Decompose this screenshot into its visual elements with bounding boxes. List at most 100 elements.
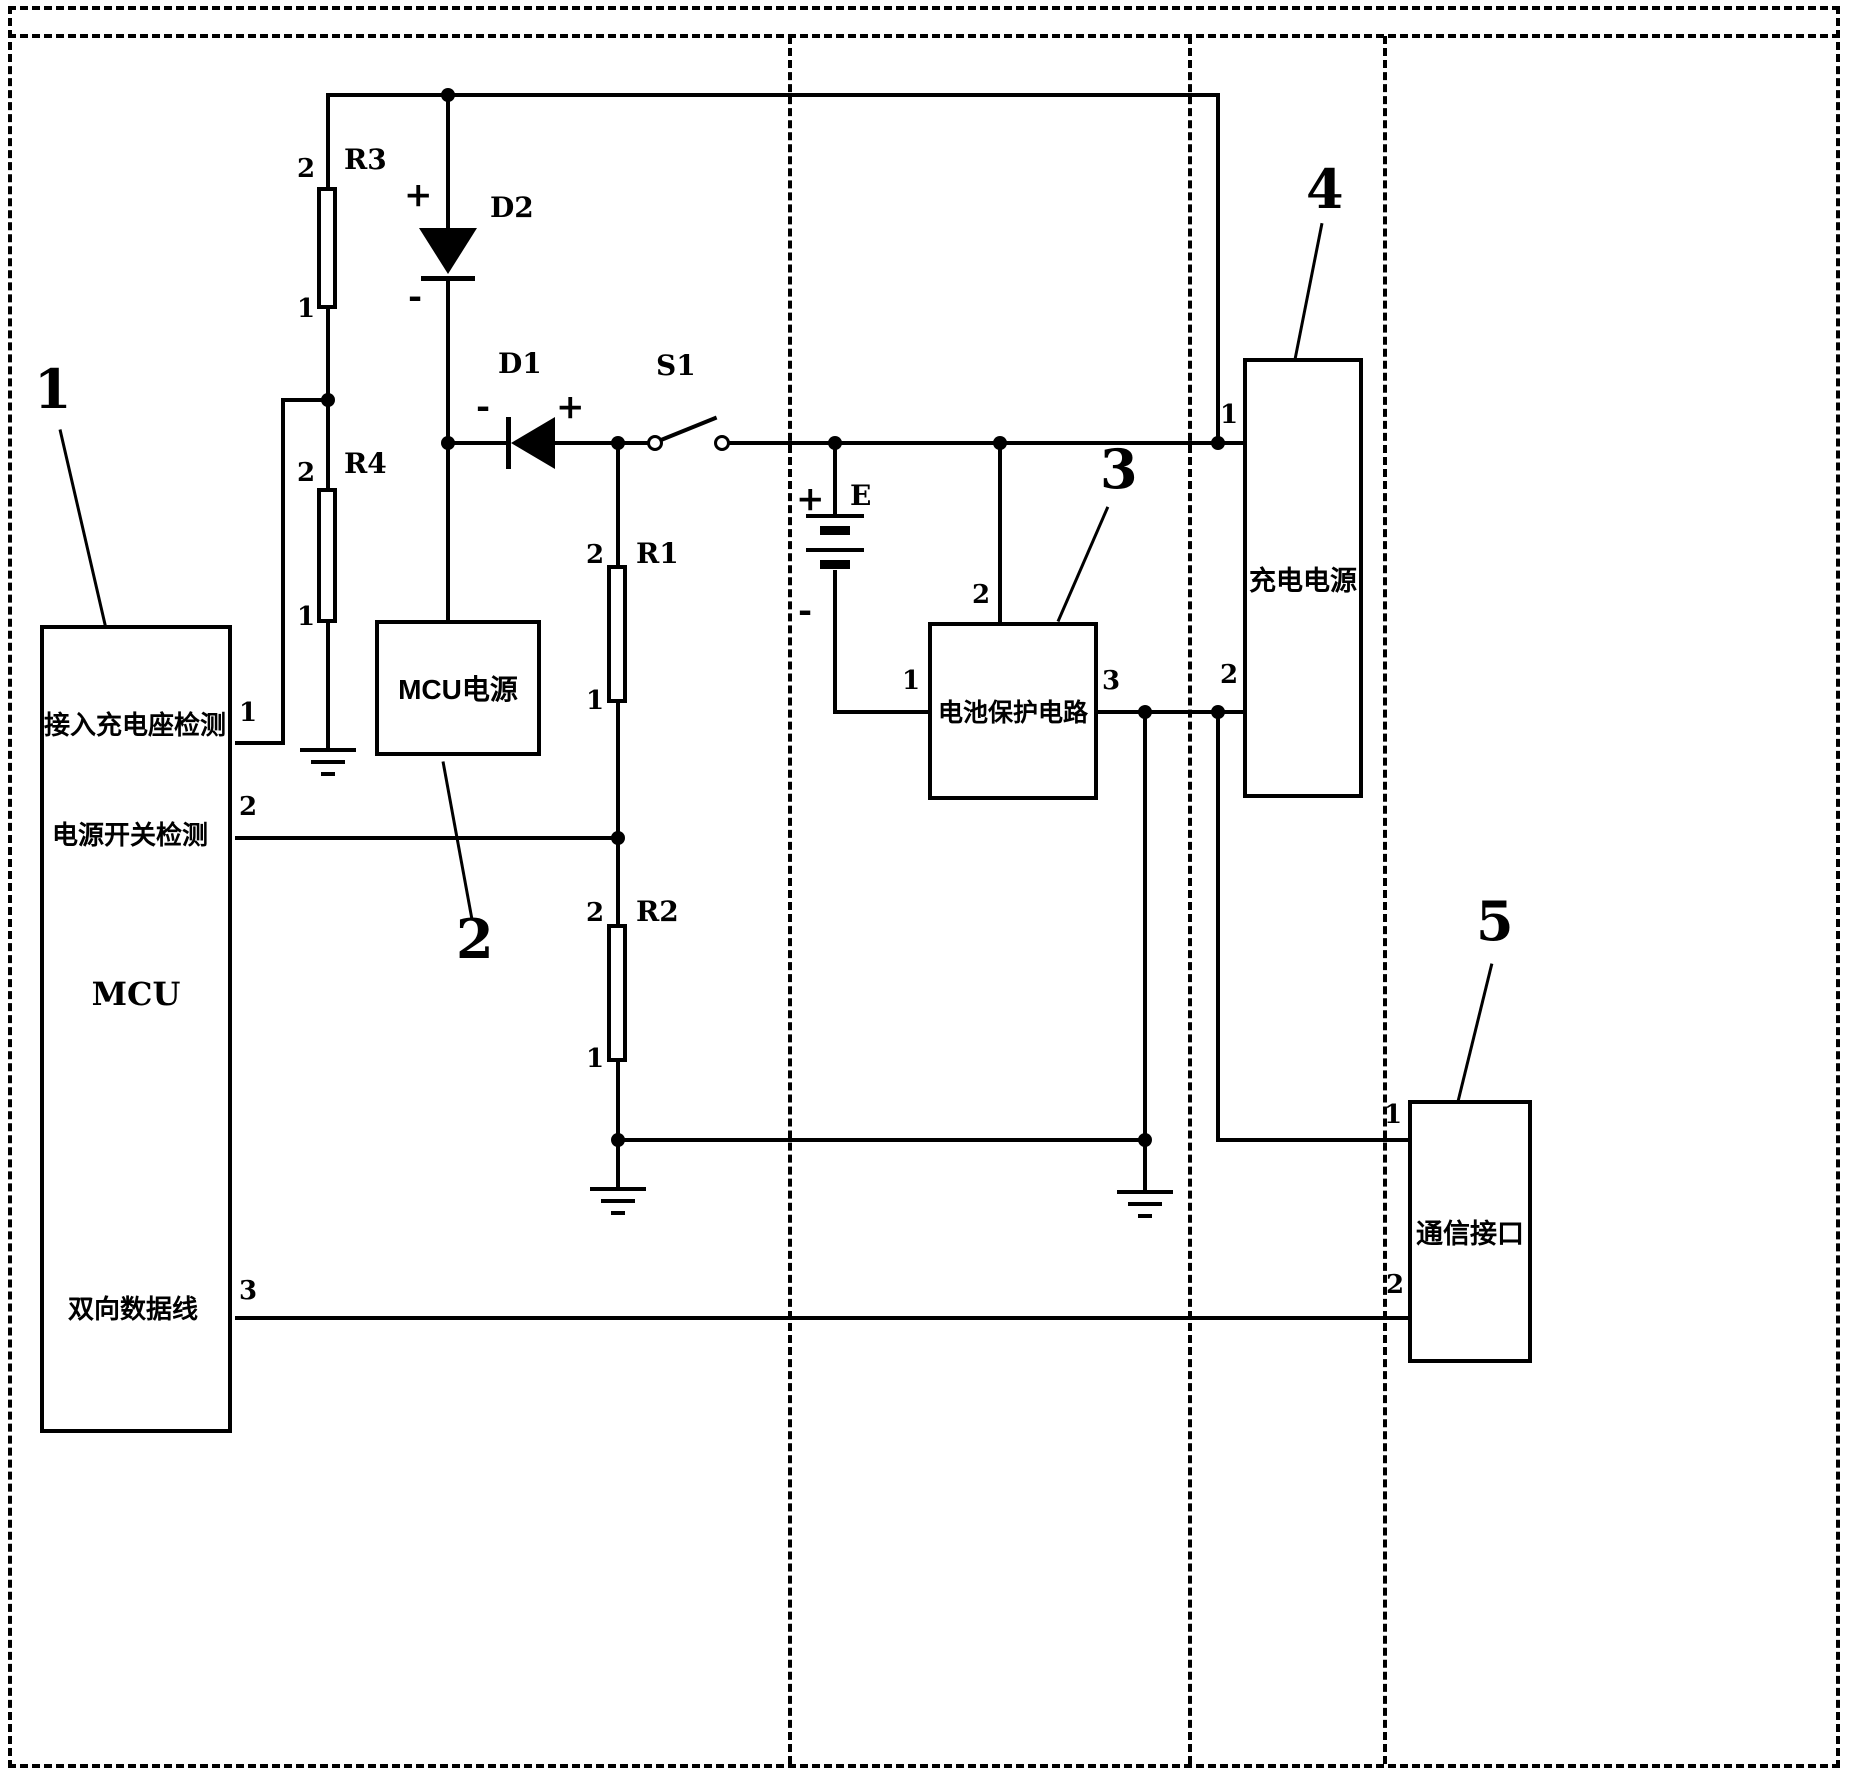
junction-dot [441, 88, 455, 102]
resistor-r1-pin-top: 2 [586, 540, 605, 570]
resistor-r3 [317, 187, 337, 309]
resistor-r1-pin-bottom: 1 [586, 686, 605, 716]
ground-icon [300, 748, 356, 752]
battery-protection-pin2-number: 2 [972, 580, 991, 610]
battery-protection-block: 电池保护电路 [928, 622, 1098, 800]
ground-icon [311, 760, 345, 764]
wire-r3-top [326, 93, 330, 187]
wire-top-rail [326, 93, 1220, 97]
wire-ground-drop-1145 [1143, 710, 1147, 1142]
wire-comm-pin1 [1216, 1138, 1410, 1142]
charge-power-pin2-number: 2 [1220, 660, 1239, 690]
resistor-r4-label: R4 [344, 447, 387, 480]
wire-r2-bottom [616, 1060, 620, 1142]
ref-numeral-mcu: 1 [34, 357, 72, 421]
comm-interface-pin2-number: 2 [1386, 1270, 1405, 1300]
resistor-r1-label: R1 [636, 537, 679, 570]
wire-r2-top [616, 836, 620, 924]
mcu-pin1-number: 1 [239, 698, 258, 728]
section-divider-left [788, 36, 792, 1764]
resistor-r2-label: R2 [636, 895, 679, 928]
wire-drop-1218 [1216, 710, 1220, 1142]
wire-d2-top [446, 95, 450, 228]
resistor-r3-pin-top: 2 [297, 154, 316, 184]
wire-battery-bottom [833, 570, 837, 714]
section-divider-middle [1188, 36, 1192, 1764]
resistor-r4-pin-top: 2 [297, 458, 316, 488]
mcu-pin3-number: 3 [239, 1276, 258, 1306]
ref-numeral-charge-power: 4 [1306, 157, 1344, 221]
diode-d1-plus: + [556, 387, 585, 427]
wire-s1-left [618, 441, 649, 445]
ground-icon [611, 1211, 625, 1215]
comm-interface-pin1-number: 1 [1384, 1100, 1403, 1130]
diode-d2-minus: - [408, 277, 423, 317]
junction-dot [441, 436, 455, 450]
wire-mcu-pin3-data [235, 1316, 1410, 1320]
resistor-r2-pin-bottom: 1 [586, 1044, 605, 1074]
wire-battery-to-protection [833, 710, 930, 714]
ref-numeral-mcu-power: 2 [456, 907, 494, 971]
junction-dot [1211, 436, 1225, 450]
ground-icon [321, 772, 335, 776]
battery-plus: + [796, 479, 825, 519]
battery-plate-long [806, 548, 864, 552]
junction-dot [1211, 705, 1225, 719]
mcu-pin3-signal-label: 双向数据线 [68, 1294, 199, 1324]
mcu-pin2-signal-label: 电源开关检测 [52, 820, 209, 850]
resistor-r3-label: R3 [344, 143, 387, 176]
ref-numeral-comm-interface: 5 [1476, 889, 1514, 953]
junction-dot [611, 436, 625, 450]
charge-power-pin1-number: 1 [1220, 400, 1239, 430]
diode-d1-minus: - [476, 387, 491, 427]
wire-mcu-pin2 [235, 836, 618, 840]
wire-battery-top [833, 443, 837, 516]
ground-icon [601, 1199, 635, 1203]
comm-interface-block: 通信接口 [1408, 1100, 1532, 1363]
ref-numeral-battery-protection: 3 [1100, 437, 1138, 501]
battery-label: E [850, 479, 872, 512]
mcu-power-label: MCU电源 [398, 674, 518, 705]
diode-d2-label: D2 [490, 191, 534, 224]
diode-d2-plus: + [404, 175, 433, 215]
ground-icon [1128, 1202, 1162, 1206]
wire-main-to-charger [728, 441, 1245, 445]
junction-dot [321, 393, 335, 407]
wire-r4-ground [326, 621, 330, 750]
wire-mcu-pin1-h [235, 741, 285, 745]
wire-r1-top [616, 443, 620, 565]
junction-dot [1138, 1133, 1152, 1147]
wire-protection-pin3 [1096, 710, 1245, 714]
junction-dot [828, 436, 842, 450]
wire-r1-bottom [616, 701, 620, 840]
ground-icon [1117, 1190, 1173, 1194]
battery-protection-pin3-number: 3 [1102, 666, 1121, 696]
battery-plate-short [820, 560, 850, 569]
diode-d1-icon [511, 417, 555, 469]
battery-protection-pin1-number: 1 [902, 666, 921, 696]
mcu-block [40, 625, 232, 1433]
wire-ground-rail [616, 1138, 1147, 1142]
switch-s1-contact-right [714, 435, 730, 451]
junction-dot [611, 1133, 625, 1147]
resistor-r4 [317, 488, 337, 623]
comm-interface-label: 通信接口 [1416, 1219, 1524, 1249]
switch-s1-contact-left [647, 435, 663, 451]
charge-power-block: 充电电源 [1243, 358, 1363, 798]
battery-plate-short [820, 526, 850, 535]
wire-rail-right-drop [1216, 93, 1220, 445]
resistor-r2-pin-top: 2 [586, 898, 605, 928]
charge-power-label: 充电电源 [1249, 565, 1357, 596]
outer-dashed-border [8, 6, 1840, 1768]
battery-protection-label: 电池保护电路 [937, 699, 1088, 727]
diode-d1-label: D1 [498, 347, 542, 380]
resistor-r3-pin-bottom: 1 [297, 294, 316, 324]
wire-mcu-pin1-v [281, 398, 285, 745]
mcu-power-block: MCU电源 [375, 620, 541, 756]
diode-d1-cathode-bar [506, 417, 511, 469]
inner-top-dashed-line [8, 34, 1840, 38]
junction-dot [993, 436, 1007, 450]
junction-dot [1138, 705, 1152, 719]
mcu-pin2-number: 2 [239, 792, 258, 822]
